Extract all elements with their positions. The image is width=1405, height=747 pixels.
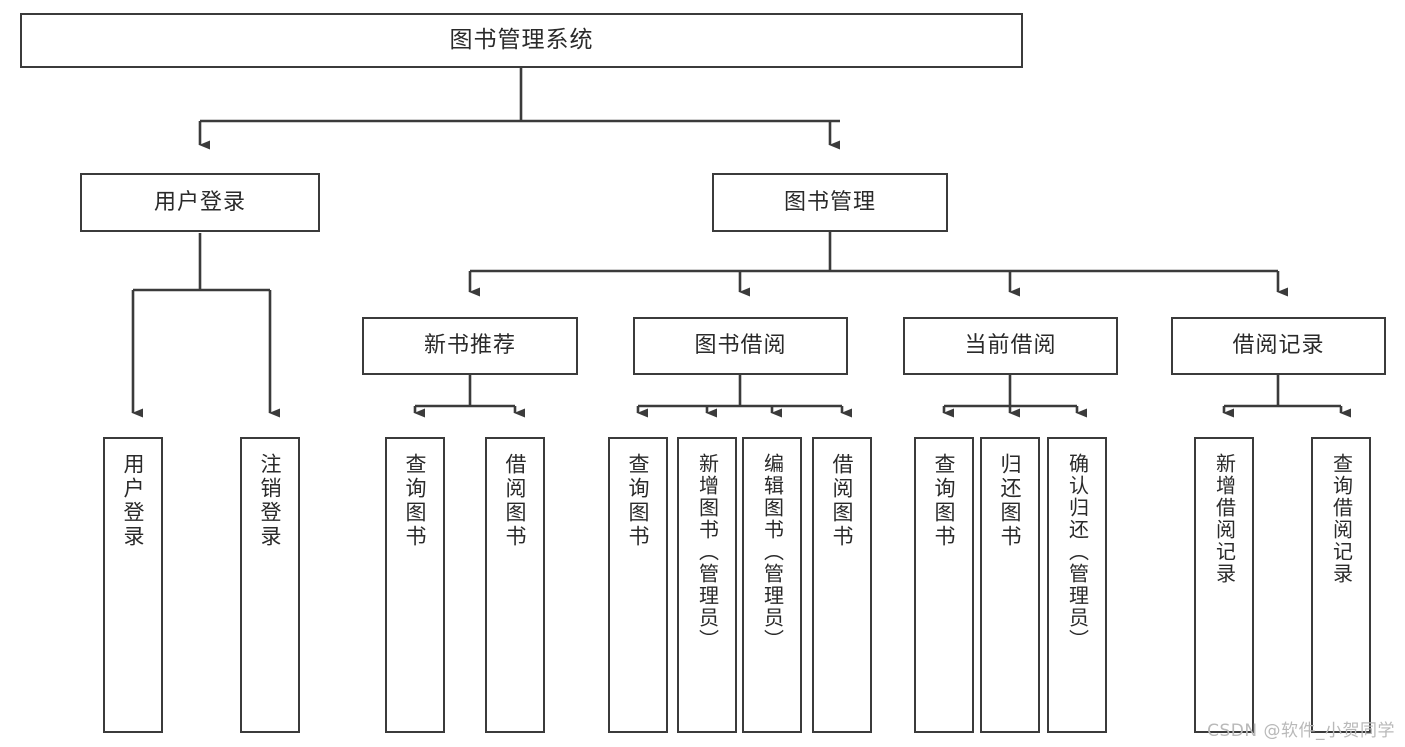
node-book-borrow[interactable]: 图书借阅	[633, 317, 848, 375]
node-root-book-management-system[interactable]: 图书管理系统	[20, 13, 1023, 68]
node-current-borrow-label: 当前借阅	[964, 333, 1057, 359]
leaf-book-borrow-edit-book-admin[interactable]: 编辑图书（管理员）	[742, 437, 802, 733]
leaf-label: 查询借阅记录	[1329, 453, 1354, 585]
leaf-new-book-borrow-book[interactable]: 借阅图书	[485, 437, 545, 733]
node-book-borrow-label: 图书借阅	[694, 333, 787, 359]
leaf-label: 借阅图书	[830, 453, 855, 549]
leaf-current-borrow-return-book[interactable]: 归还图书	[980, 437, 1040, 733]
node-book-management-label: 图书管理	[783, 189, 876, 215]
leaf-label: 新增借阅记录	[1212, 453, 1237, 585]
node-user-login-label: 用户登录	[153, 189, 246, 215]
leaf-new-book-query-book[interactable]: 查询图书	[385, 437, 445, 733]
leaf-borrow-record-add-record[interactable]: 新增借阅记录	[1194, 437, 1254, 733]
leaf-borrow-record-query-record[interactable]: 查询借阅记录	[1311, 437, 1371, 733]
leaf-current-borrow-query-book[interactable]: 查询图书	[914, 437, 974, 733]
leaf-book-borrow-query-book[interactable]: 查询图书	[608, 437, 668, 733]
node-new-book-recommend[interactable]: 新书推荐	[362, 317, 578, 375]
leaf-label: 新增图书（管理员）	[695, 453, 720, 651]
leaf-label: 查询图书	[626, 453, 651, 549]
leaf-current-borrow-confirm-return-admin[interactable]: 确认归还（管理员）	[1047, 437, 1107, 733]
leaf-label: 确认归还（管理员）	[1065, 453, 1090, 651]
leaf-label: 编辑图书（管理员）	[760, 453, 785, 651]
leaf-book-borrow-borrow-book[interactable]: 借阅图书	[812, 437, 872, 733]
leaf-book-borrow-add-book-admin[interactable]: 新增图书（管理员）	[677, 437, 737, 733]
leaf-label: 注销登录	[258, 453, 283, 549]
watermark-text: CSDN @软件_小贺同学	[1207, 721, 1395, 741]
node-borrow-record[interactable]: 借阅记录	[1171, 317, 1386, 375]
node-user-login[interactable]: 用户登录	[80, 173, 320, 232]
leaf-user-login-logout[interactable]: 注销登录	[240, 437, 300, 733]
node-root-label: 图书管理系统	[449, 26, 594, 53]
leaf-label: 查询图书	[403, 453, 428, 549]
node-current-borrow[interactable]: 当前借阅	[903, 317, 1118, 375]
node-new-book-recommend-label: 新书推荐	[423, 333, 516, 359]
node-book-management[interactable]: 图书管理	[712, 173, 948, 232]
leaf-user-login-login[interactable]: 用户登录	[103, 437, 163, 733]
leaf-label: 归还图书	[998, 453, 1023, 549]
leaf-label: 查询图书	[932, 453, 957, 549]
leaf-label: 借阅图书	[503, 453, 528, 549]
leaf-label: 用户登录	[121, 453, 146, 549]
node-borrow-record-label: 借阅记录	[1232, 333, 1325, 359]
